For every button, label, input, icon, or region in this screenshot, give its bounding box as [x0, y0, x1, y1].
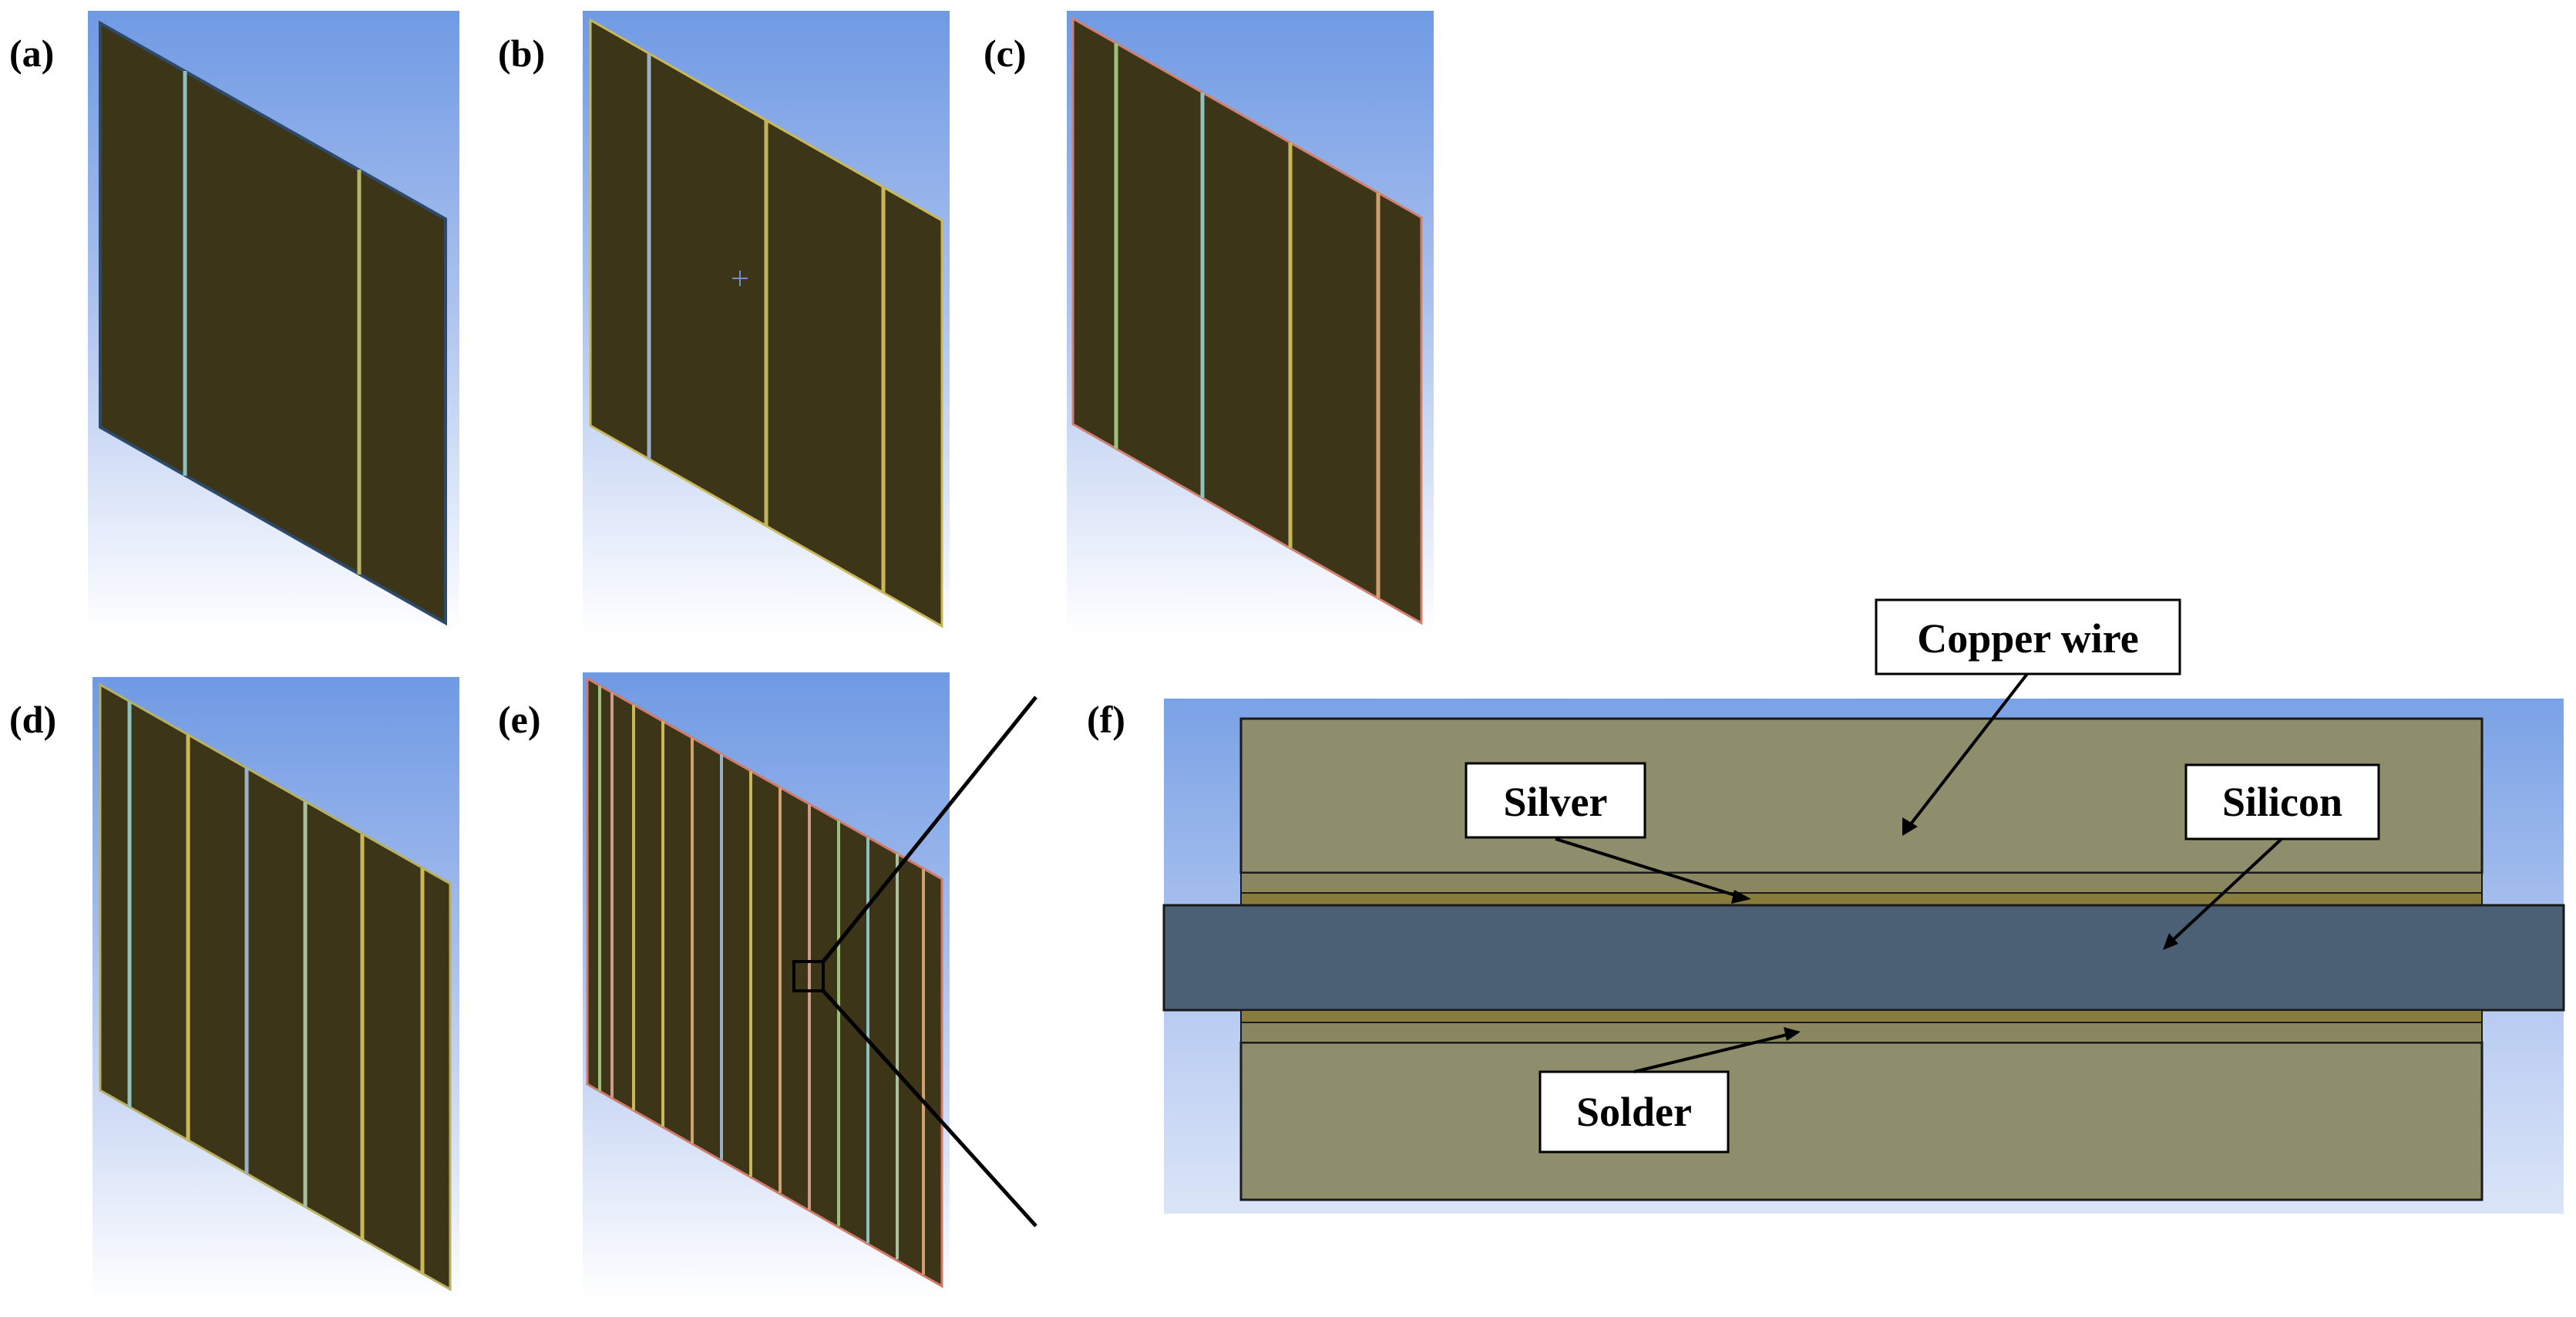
panel-e: (e) [498, 672, 950, 1298]
arrow-head [1784, 1027, 1801, 1041]
panel-d: (d) [9, 677, 459, 1302]
panel-f-letter: (f) [1087, 698, 1125, 741]
panel-b: (b) [498, 11, 950, 635]
callout-arrow [1555, 837, 1738, 898]
panel-c: (c) [984, 11, 1434, 635]
zoom-connector-line [822, 696, 1037, 963]
callout-arrow [2171, 837, 2283, 942]
zoom-connector-line [822, 989, 1037, 1228]
silver-layer-top [1240, 892, 2483, 906]
callout-box [1465, 762, 1646, 839]
arrow-head [2163, 933, 2178, 950]
silver-layer-bottom [1240, 1009, 2483, 1023]
arrow-head [1731, 890, 1751, 904]
panel-c-letter: (c) [984, 32, 1027, 75]
panel-a-letter: (a) [9, 32, 54, 75]
silicon-layer [1162, 904, 2565, 1012]
callout-label: Silicon [2222, 779, 2342, 825]
panel-e-zoom-box [792, 960, 825, 992]
callout-box [1539, 1070, 1730, 1154]
callout-label: Silver [1504, 779, 1608, 825]
callout-solder: Solder [1539, 1027, 1801, 1154]
callout-label: Solder [1576, 1089, 1692, 1135]
callout-arrow [1908, 672, 2029, 827]
panel-d-letter: (d) [9, 698, 56, 741]
callout-silver: Silver [1465, 762, 1751, 904]
callout-box [1875, 598, 2181, 675]
callout-box [2184, 763, 2380, 840]
panel-c-solar-cell [1071, 16, 1423, 625]
callout-silicon: Silicon [2163, 763, 2380, 950]
panel-b-letter: (b) [498, 32, 545, 75]
solder-layer-top [1240, 872, 2483, 894]
callout-arrow [1633, 1033, 1787, 1073]
panel-e-letter: (e) [498, 698, 541, 741]
arrow-head [1902, 817, 1918, 836]
panel-f: (f) Copper wire Silver Sil [1087, 598, 2565, 1214]
panel-a: (a) [9, 11, 459, 632]
callout-label: Copper wire [1917, 615, 2138, 662]
panel-e-solar-cell [586, 676, 943, 1288]
solder-layer-bottom [1240, 1022, 2483, 1043]
callout-copper-wire: Copper wire [1875, 598, 2181, 836]
copper-wire-bottom [1239, 1041, 2484, 1201]
